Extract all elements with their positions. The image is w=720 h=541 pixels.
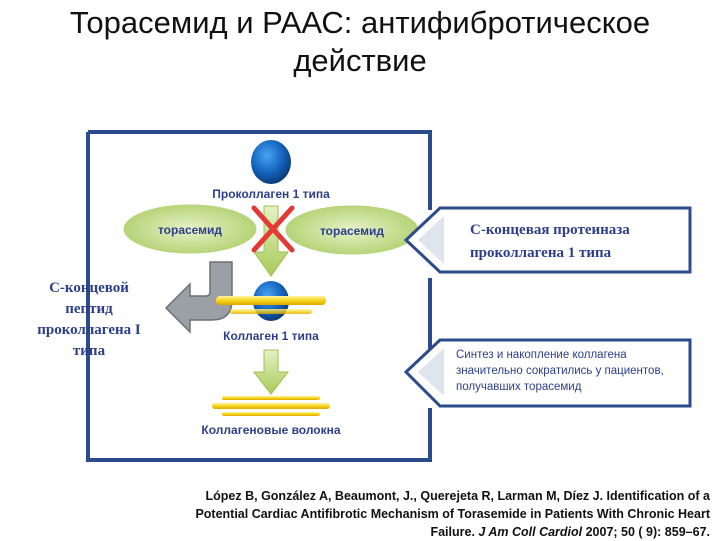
page-title: Торасемид и РААС: антифибротическое дейс… [0,4,720,80]
collagen-fibers-icon [212,396,330,416]
citation: López B, González A, Beaumont, J., Quere… [110,487,710,541]
citation-line-2: Potential Cardiac Antifibrotic Mechanism… [195,507,710,521]
citation-line-3: Failure. J Am Coll Cardiol 2007; 50 ( 9)… [110,523,710,541]
synthesis-callout-line-3: получавших торасемид [456,381,582,393]
collagen-arrow-icon [252,349,290,395]
procollagen-arrow-icon [253,205,289,277]
synthesis-callout-line-1: Синтез и накопление коллагена [456,349,627,361]
citation-line-3-a: Failure. [430,525,479,539]
protease-callout-line-1: С-концевая протеиназа [470,222,630,238]
side-label-line-4: типа [72,343,106,359]
inhibition-cross-icon [251,205,295,253]
collagen-label: Коллаген 1 типа [223,329,319,343]
procollagen-label: Проколлаген 1 типа [212,187,330,201]
side-label-line-3: проколлагена I [37,322,141,338]
fibers-label: Коллагеновые волокна [201,423,340,437]
protease-callout-line-2: проколлагена 1 типа [470,245,612,261]
side-label-line-2: пептид [65,301,113,317]
side-label-line-1: С-концевой [49,280,129,296]
peptide-release-arrow-icon [164,261,233,334]
synthesis-callout [403,338,692,408]
citation-journal: J Am Coll Cardiol [478,525,583,539]
title-line-1: Торасемид и РААС: антифибротическое [69,5,651,40]
citation-line-1: López B, González A, Beaumont, J., Quere… [205,489,710,503]
citation-line-3-b: 2007; 50 ( 9): 859–67. [582,525,710,539]
torasemide-left-ellipse [120,201,260,257]
procollagen-molecule-icon [251,140,291,184]
torasemide-left-label: торасемид [158,223,222,237]
title-line-2: действие [293,43,427,78]
torasemide-right-label: торасемид [320,224,384,238]
c-terminal-peptide-label: С-концевой пептид проколлагена I типа [14,278,164,362]
synthesis-callout-line-2: значительно сократились у пациентов, [456,365,664,377]
protease-callout [403,206,692,274]
collagen-band [216,296,326,305]
